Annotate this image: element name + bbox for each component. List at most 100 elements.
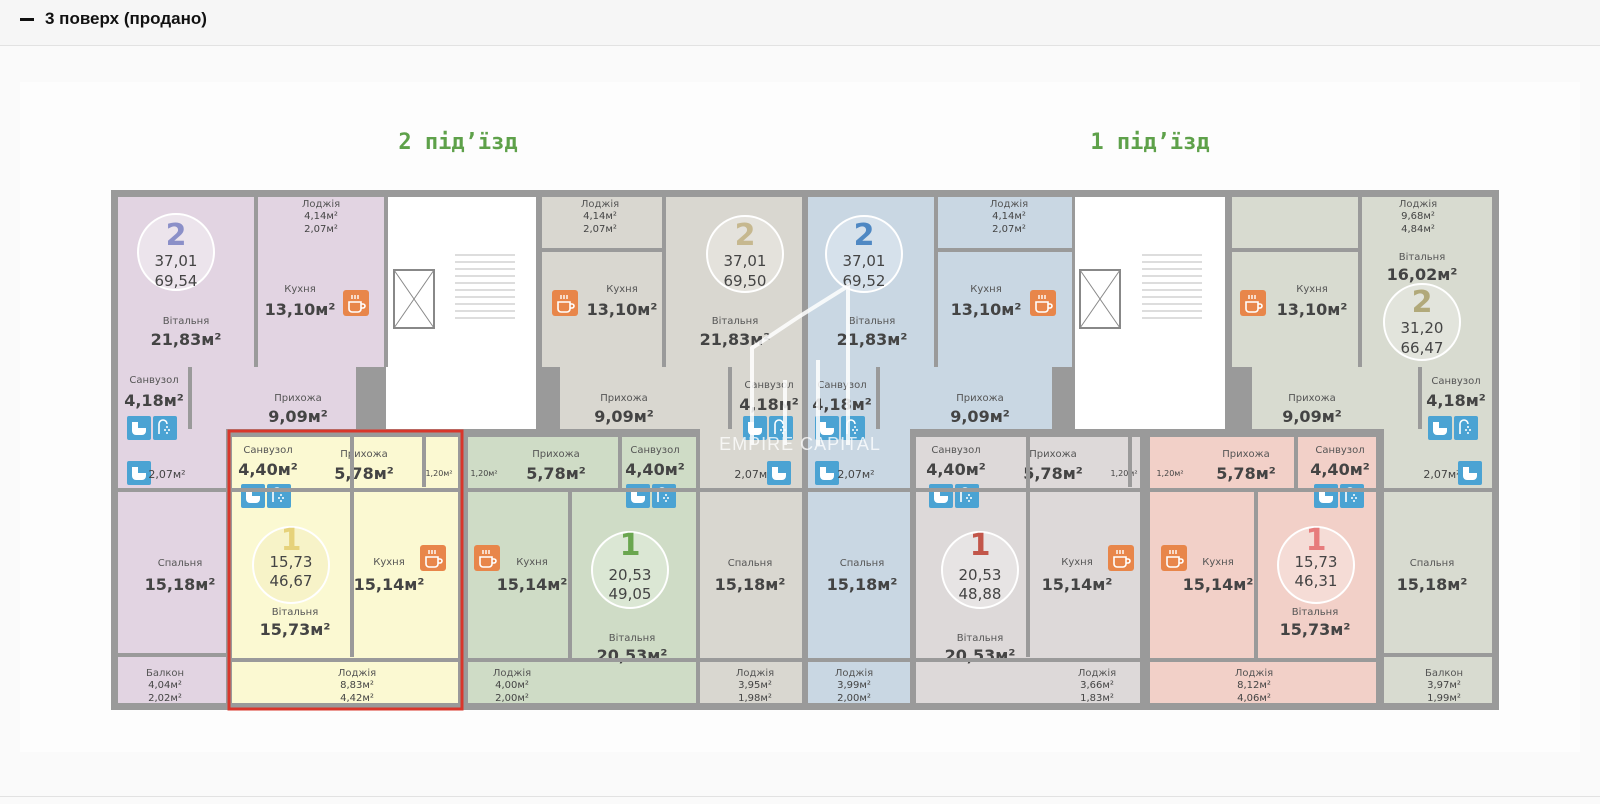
kitchen-area: 13,10м²: [265, 300, 336, 319]
loggia-half: 4,84м²: [1401, 224, 1435, 235]
hall-area: 9,09м²: [1282, 407, 1342, 426]
loggia-label: Лоджія: [581, 198, 619, 210]
wc-icon: [1458, 461, 1482, 485]
bedroom-label: Спальня: [1410, 558, 1455, 569]
total-area: 49,05: [609, 585, 652, 603]
bedroom-label: Спальня: [158, 558, 203, 569]
bath-icon: [626, 484, 650, 508]
bath-area: 4,40м²: [625, 460, 685, 479]
total-area: 46,67: [270, 572, 313, 590]
kitchen-label: Кухня: [373, 557, 405, 568]
loggia-area: 3,66м²: [1080, 680, 1114, 691]
bath-area: 4,18м²: [1426, 391, 1486, 410]
hall-label: Прихожа: [340, 449, 388, 460]
total-area: 69,52: [843, 272, 886, 290]
bedroom-label: Спальня: [840, 558, 885, 569]
balcony-half: 1,99м²: [1427, 693, 1461, 704]
hall-area: 5,78м²: [526, 464, 586, 483]
loggia-area: 8,83м²: [340, 680, 374, 691]
loggia-half: 4,42м²: [340, 693, 374, 704]
loggia-label: Лоджія: [493, 667, 531, 679]
bath-icon: [241, 484, 265, 508]
total-area: 48,88: [959, 585, 1002, 603]
hall-label: Прихожа: [274, 393, 322, 404]
bath-icon: [929, 484, 953, 508]
closet-area: 1,20м²: [1156, 469, 1183, 478]
bath-area: 4,18м²: [739, 395, 799, 414]
section-header[interactable]: 3 поверх (продано): [0, 0, 1600, 46]
balcony-area: 4,04м²: [148, 680, 182, 691]
balcony-half: 2,02м²: [148, 693, 182, 704]
divider: [0, 796, 1600, 797]
kitchen-label: Кухня: [1202, 557, 1234, 568]
loggia-label: Лоджія: [990, 198, 1028, 210]
bath-label: Санвузол: [1431, 376, 1480, 387]
loggia2-half: 2,00м²: [837, 693, 871, 704]
hall-label: Прихожа: [1288, 393, 1336, 404]
apartment-1room-c[interactable]: 1 20,53 49,05 1,20м² Прихожа 5,78м² Санв…: [468, 437, 696, 704]
rooms-count: 1: [1306, 523, 1327, 558]
rooms-count: 2: [854, 218, 875, 253]
loggia-label: Лоджія: [302, 198, 340, 210]
closet-area: 1,20м²: [470, 469, 497, 478]
rooms-count: 2: [1412, 285, 1433, 320]
loggia2-label: Лоджія: [736, 667, 774, 679]
shower-icon: [954, 483, 980, 509]
kitchen-area: 15,14м²: [1183, 575, 1254, 594]
bath-label: Санвузол: [630, 445, 679, 456]
apartment-2room-e[interactable]: 2 37,01 69,52 Лоджія 4,14м² 2,07м² Кухня…: [808, 197, 1072, 704]
wc-area: 2,07м²: [734, 468, 771, 481]
shower-icon: [1339, 483, 1365, 509]
apartment-2room-h[interactable]: 2 31,20 66,47 Лоджія 9,68м² 4,84м² Кухня…: [1232, 197, 1492, 704]
bath-label: Санвузол: [744, 380, 793, 391]
rooms-count: 1: [620, 528, 641, 563]
rooms-count: 2: [735, 218, 756, 253]
hall-area: 9,09м²: [594, 407, 654, 426]
kitchen-area: 13,10м²: [587, 300, 658, 319]
bath-icon: [1314, 484, 1338, 508]
apartment-2room-d[interactable]: 2 37,01 69,50 Лоджія 4,14м² 2,07м² Кухня…: [542, 197, 802, 704]
stair-core-1: [1075, 197, 1225, 429]
hall-area: 5,78м²: [334, 464, 394, 483]
bedroom-area: 15,18м²: [1397, 575, 1468, 594]
loggia-area: 9,68м²: [1401, 211, 1435, 222]
loggia-area: 4,14м²: [583, 211, 617, 222]
hall-area: 9,09м²: [268, 407, 328, 426]
hall-area: 5,78м²: [1216, 464, 1276, 483]
bedroom-area: 15,18м²: [827, 575, 898, 594]
rooms-count: 2: [166, 218, 187, 253]
collapse-icon[interactable]: [20, 18, 34, 21]
bath-area: 4,18м²: [812, 395, 872, 414]
apartment-1room-selected[interactable]: 1 15,73 46,67 Санвузол 4,40м² Прихожа 5,…: [227, 429, 464, 711]
wc-area: 2,07м²: [148, 468, 185, 481]
loggia2-area: 3,99м²: [837, 680, 871, 691]
kitchen-icon: [1107, 544, 1135, 572]
rooms-count: 1: [281, 523, 302, 558]
hall-area: 9,09м²: [950, 407, 1010, 426]
loggia-label: Лоджія: [1235, 667, 1273, 679]
loggia2-label: Лоджія: [835, 667, 873, 679]
watermark-logo: EMPIRE CAPITAL: [719, 282, 880, 454]
hall-label: Прихожа: [956, 393, 1004, 404]
balcony-label: Балкон: [1425, 668, 1463, 679]
total-area: 66,47: [1401, 339, 1444, 357]
loggia-area: 4,14м²: [992, 211, 1026, 222]
loggia-label: Лоджія: [1399, 198, 1437, 210]
balcony-area: 3,97м²: [1427, 680, 1461, 691]
wc-icon: [767, 461, 791, 485]
apartment-1room-g[interactable]: 1 15,73 46,31 1,20м² Прихожа 5,78м² Санв…: [1150, 437, 1376, 704]
loggia-half: 2,00м²: [495, 693, 529, 704]
living-area: 20,53м²: [945, 646, 1016, 665]
balcony-label: Балкон: [146, 668, 184, 679]
living-area-total: 15,73: [270, 553, 313, 571]
floor-plan: 2 під’їзд 1 під’їзд 2 37,01 69,54 Лоджія…: [111, 130, 1499, 711]
bath-area: 4,40м²: [1310, 460, 1370, 479]
kitchen-label: Кухня: [970, 284, 1002, 295]
living-label: Вітальня: [1399, 251, 1445, 263]
apartment-2room-a[interactable]: 2 37,01 69,54 Лоджія 4,14м² 2,07м² Кухня…: [118, 197, 386, 704]
closet-area: 1,20м²: [425, 469, 452, 478]
section-title[interactable]: 3 поверх (продано): [45, 9, 207, 28]
kitchen-icon: [473, 544, 501, 572]
shower-icon: [1453, 415, 1479, 441]
bath-area: 4,40м²: [238, 460, 298, 479]
